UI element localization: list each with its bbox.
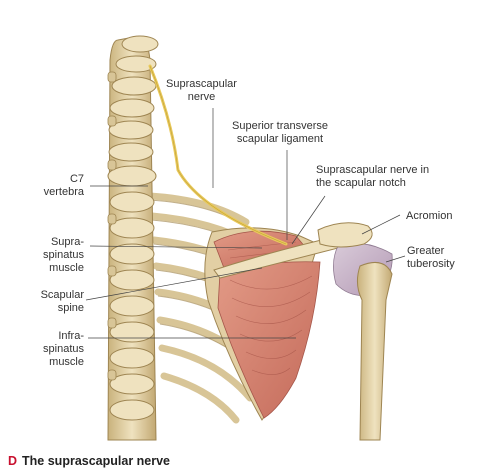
vertebral-column <box>107 35 159 441</box>
label-nerve-in-scapular-notch: Suprascapular nerve in the scapular notc… <box>316 164 430 189</box>
label-c7-vertebra: C7 vertebra <box>43 173 84 198</box>
label-acromion: Acromion <box>406 210 453 222</box>
label-superior-transverse-ligament: Superior transverse scapular ligament <box>232 120 328 145</box>
caption-title: The suprascapular nerve <box>22 454 171 468</box>
acromion <box>317 222 373 248</box>
infraspinatus-muscle <box>217 261 321 419</box>
label-suprascapular-nerve: Suprascapular nerve <box>166 78 237 103</box>
humerus <box>356 261 393 441</box>
label-greater-tuberosity: Greater tuberosity <box>407 245 455 270</box>
caption-letter: D <box>8 454 18 468</box>
label-infraspinatus-muscle: Infra- spinatus muscle <box>43 330 84 368</box>
label-scapular-spine: Scapular spine <box>40 289 84 314</box>
leader-lines <box>85 108 406 339</box>
figure-caption: D The suprascapular nerve <box>8 454 170 468</box>
label-supraspinatus-muscle: Supra- spinatus muscle <box>43 236 84 274</box>
